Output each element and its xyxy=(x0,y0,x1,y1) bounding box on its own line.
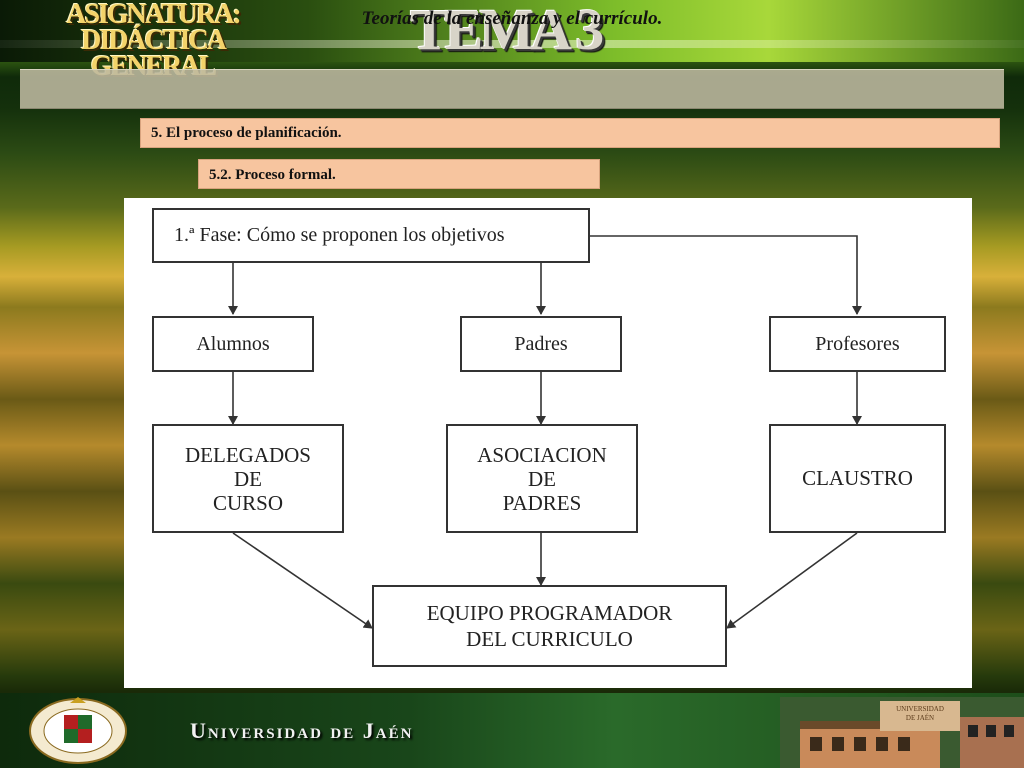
tema-title: TEMA 3 xyxy=(410,0,604,62)
title-bar xyxy=(20,69,1004,109)
profesores-box: Profesores xyxy=(769,316,946,372)
claustro-box: CLAUSTRO xyxy=(769,424,946,533)
svg-text:UNIVERSIDAD: UNIVERSIDAD xyxy=(896,705,944,713)
section-heading: 5. El proceso de planificación. xyxy=(140,118,1000,148)
phase-box: 1.ª Fase: Cómo se proponen los objetivos xyxy=(152,208,590,263)
university-building-image: UNIVERSIDAD DE JAÉN xyxy=(780,697,1024,768)
alumnos-box: Alumnos xyxy=(152,316,314,372)
subsection-heading: 5.2. Proceso formal. xyxy=(198,159,600,189)
slide-title: Teorías de la enseñanza y el currículo. xyxy=(361,8,663,29)
asignatura-label: ASIGNATURA: xyxy=(66,0,242,30)
padres-box: Padres xyxy=(460,316,622,372)
header-band xyxy=(0,0,1024,62)
delegados-box: DELEGADOS DE CURSO xyxy=(152,424,344,533)
flow-diagram: 1.ª Fase: Cómo se proponen los objetivos… xyxy=(124,198,972,688)
arrow-claustro-to-equipo xyxy=(726,532,858,629)
university-name: Universidad de Jaén xyxy=(190,718,414,743)
arrow-phase-to-profesores xyxy=(590,235,862,315)
arrow-delegados-to-equipo xyxy=(232,532,373,629)
svg-text:DE JAÉN: DE JAÉN xyxy=(906,714,934,722)
equipo-programador-box: EQUIPO PROGRAMADOR DEL CURRICULO xyxy=(372,585,727,667)
university-seal-icon xyxy=(29,697,127,764)
asociacion-box: ASOCIACION DE PADRES xyxy=(446,424,638,533)
diagram-connectors xyxy=(228,235,862,629)
